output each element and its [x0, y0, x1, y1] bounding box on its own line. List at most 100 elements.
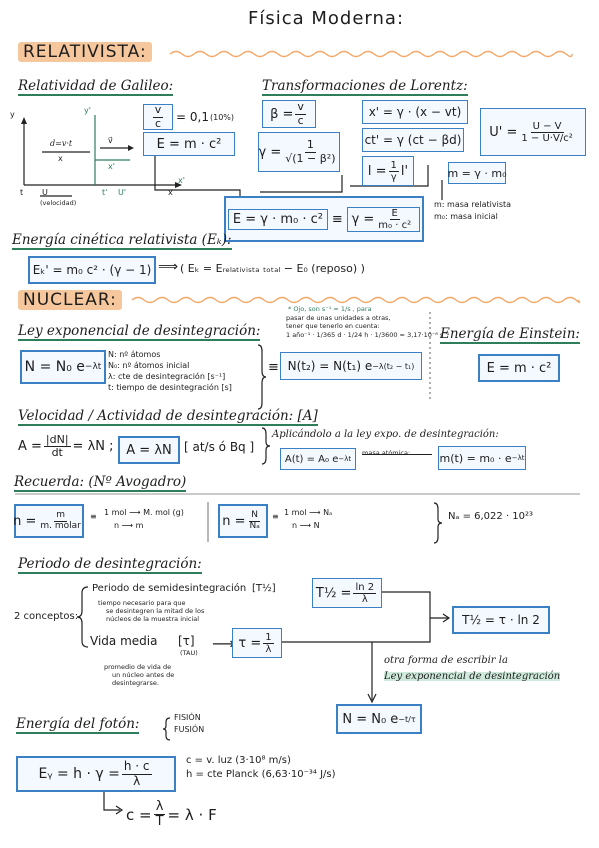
einstein-box: E = m · c² — [478, 354, 560, 382]
lorentz-heading: Transformaciones de Lorentz: — [262, 78, 468, 96]
units-note-line-2: tener que tenerlo en cuenta: — [286, 322, 380, 330]
def-n: N: nº átomos — [108, 350, 161, 359]
gamma-box: γ = 1√(1 − β²) — [258, 132, 340, 172]
xp-mid-label: x' — [108, 162, 115, 171]
periodo-heading: Periodo de desintegración: — [18, 556, 202, 574]
equiv-mark-1: ≡ — [90, 512, 97, 521]
decay-tau-box: N = N₀ e−t/τ — [336, 704, 422, 734]
decay-equiv: ≡ — [268, 360, 279, 375]
actividad-formula: A = |dN|dt = λN ; — [18, 433, 114, 460]
axis-y2-label: y' — [84, 106, 91, 115]
avogadro-value: Nₐ = 6,022 · 10²³ — [448, 511, 534, 522]
recuerda-heading: Recuerda: (Nº Avogadro) — [14, 474, 187, 492]
semi-desc-2: se desintegren la mitad de los — [106, 607, 205, 615]
xprime-box: x' = γ · (x − vt) — [362, 100, 468, 124]
mol-mass-rel-1: 1 mol ⟶ M. mol (g) — [104, 508, 184, 517]
d-label: d=v·t — [50, 139, 73, 148]
semi-desc-1: tiempo necesario para que — [98, 599, 186, 607]
h-definition: h = cte Planck (6,63·10⁻³⁴ J/s) — [186, 769, 336, 780]
mol-part-rel-1: 1 mol ⟶ Nₐ — [284, 508, 333, 517]
mass-box: m = γ · m₀ — [447, 162, 507, 184]
actividad-box: A = λN — [118, 436, 180, 464]
decay-law-two-times-box: N(t₂) = N(t₁) e−λ(t₂ − t₁) — [280, 352, 422, 380]
kinetic-heading: Energía cinética relativista (Eₖ): — [12, 232, 232, 250]
actividad-units: [ at/s ó Bq ] — [184, 440, 255, 454]
semi-desc-3: núcleos de la muestra inicial — [106, 615, 200, 623]
fision-label: FISIÓN — [174, 713, 201, 722]
units-note-line-1: pasar de unas unidades a otras, — [286, 314, 391, 322]
emc2-box: E = m · c² — [143, 132, 235, 156]
u-label: U — [42, 188, 48, 197]
actividad-heading: Velocidad / Actividad de desintegración:… — [18, 408, 318, 426]
up-label: U' — [118, 188, 127, 197]
fusion-label: FUSIÓN — [174, 725, 205, 734]
masa-atomica-label: masa atómica: — [362, 449, 411, 457]
note-masa-relativista: m: masa relativista — [434, 200, 512, 209]
mol-part-rel-2: n ⟶ N — [292, 521, 320, 530]
vida-desc-2: un núcleo antes de — [112, 671, 175, 679]
ctprime-box: ct' = γ (ct − βd) — [362, 128, 464, 152]
kinetic-text: ( Eₖ = Eᵣₑₗₐₜᵢᵥᵢₛₜₐ ₜₒₜₐₗ − E₀ (reposo) … — [180, 262, 365, 275]
mass-time-box: m(t) = m₀ · e−λt — [438, 446, 526, 470]
wave-underline-relativista — [169, 50, 573, 58]
semi-symbol: [T½] — [252, 583, 276, 594]
def-lambda: λ: cte de desintegración [s⁻¹] — [108, 372, 226, 381]
vida-desc-3: desintegrarse. — [112, 679, 159, 687]
axis-x-label: x — [168, 188, 173, 197]
vida-label: Vida media — [90, 634, 158, 648]
note-masa-inicial: m₀: masa inicial — [434, 212, 498, 221]
equiv-mark-2: ≡ — [272, 512, 279, 521]
activity-time-box: A(t) = A₀ e−λt — [280, 448, 356, 470]
x-mid-label: x — [58, 154, 63, 163]
v-vector-label: v⃗ — [108, 136, 113, 145]
einstein-heading: Energía de Einstein: — [440, 326, 580, 344]
otra-forma-1: otra forma de escribir la — [384, 655, 508, 666]
vida-desc-1: promedio de vida de — [104, 663, 172, 671]
ley-heading: Ley exponencial de desintegración: — [18, 323, 261, 341]
c-definition: c = v. luz (3·10⁸ m/s) — [186, 755, 291, 766]
otra-forma-2: Ley exponencial de desintegración — [384, 671, 561, 682]
wave-underline-nuclear — [131, 296, 581, 304]
kinetic-arrow: ⟹ — [158, 259, 179, 275]
kinetic-box: Eₖ' = m₀ c² · (γ − 1) — [28, 256, 156, 284]
galileo-heading: Relatividad de Galileo: — [18, 78, 174, 96]
units-note-line-3: 1 año⁻¹ · 1/365 d · 1/24 h · 1/3600 = 3,… — [286, 331, 450, 339]
masa-arrow — [362, 454, 432, 455]
u-sub-label: (velocidad) — [40, 199, 77, 207]
def-t: t: tiempo de desintegración [s] — [108, 383, 232, 392]
section-nuclear: NUCLEAR: — [18, 290, 122, 310]
vida-sub: (TAU) — [180, 649, 198, 657]
units-note-title: * Ojo, son s⁻¹ = 1/s , para — [288, 305, 372, 313]
actividad-apply: Aplicándolo a la ley expo. de desintegra… — [272, 429, 499, 440]
foton-heading: Energía del fotón: — [16, 716, 140, 734]
arrowheads — [21, 117, 182, 188]
galileo-axes — [23, 115, 180, 197]
vc-ratio-value: = 0,1 — [176, 110, 209, 124]
mol-mass-rel-2: n ⟶ m — [114, 521, 144, 530]
half-life-tau-box: T½ = τ · ln 2 — [452, 606, 550, 634]
connector-lines — [15, 150, 580, 815]
vc-ratio-note: (10%) — [210, 113, 235, 122]
axis-y-label: y — [10, 110, 15, 119]
tp-label: t' — [102, 188, 108, 197]
semi-label: Periodo de semidesintegración — [92, 583, 247, 594]
def-n0: N₀: nº átomos inicial — [108, 361, 190, 370]
vida-symbol: [τ] — [178, 634, 195, 648]
t-label: t — [20, 188, 24, 197]
decay-law-box: N = N₀ e−λt — [20, 350, 106, 384]
vida-arrow: ⟶ — [212, 634, 235, 653]
section-relativista: RELATIVISTA: — [18, 42, 152, 62]
dos-conceptos: 2 conceptos: — [14, 611, 79, 622]
